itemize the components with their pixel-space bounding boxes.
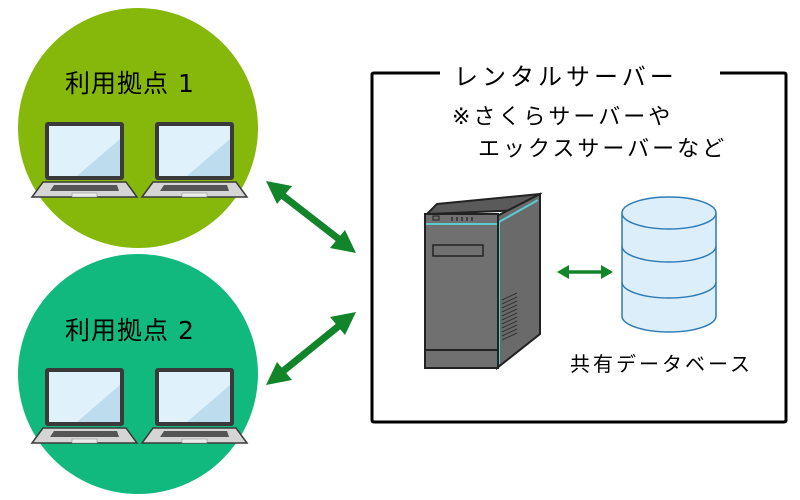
- database-icon: [621, 196, 717, 333]
- site-1-title: 利用拠点 1: [65, 69, 195, 98]
- server-note-line1: ※さくらサーバーや: [452, 105, 674, 130]
- laptop-icon: [31, 121, 138, 198]
- server-db-arrow: [557, 265, 613, 279]
- server-box-title: レンタルサーバー: [444, 57, 688, 92]
- site-2-title: 利用拠点 2: [65, 316, 195, 345]
- server-box-border: [370, 71, 788, 424]
- site-1-arrow: [266, 181, 356, 253]
- laptop-icon: [141, 121, 248, 198]
- server-icon: [424, 192, 543, 371]
- site-2-arrow: [266, 312, 356, 385]
- laptop-icon: [31, 367, 138, 444]
- server-note-line2: エックスサーバーなど: [478, 137, 728, 162]
- database-label: 共有データベース: [570, 352, 753, 376]
- laptop-icon: [141, 367, 248, 444]
